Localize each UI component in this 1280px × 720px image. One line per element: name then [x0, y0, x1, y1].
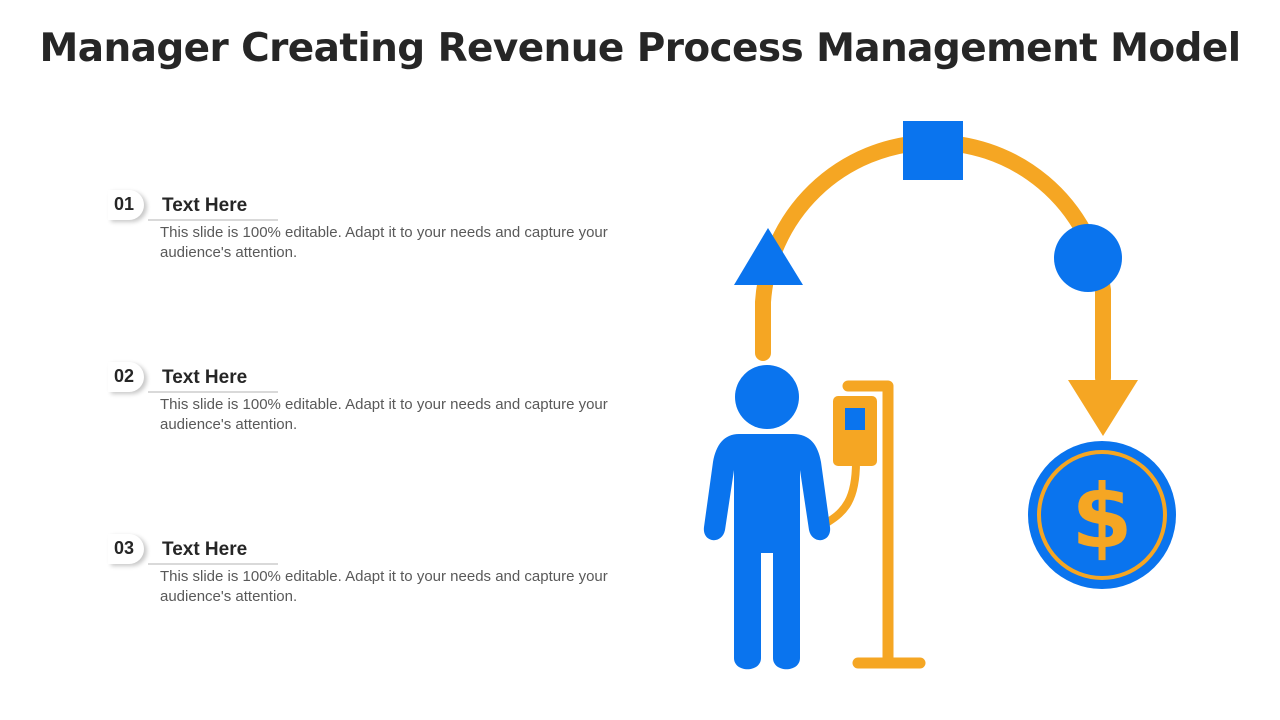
person-icon	[703, 365, 831, 670]
step-description: This slide is 100% editable. Adapt it to…	[160, 568, 608, 605]
arrow-down-icon	[1068, 380, 1138, 436]
step-underline	[148, 219, 278, 221]
step-number-badge: 01	[108, 190, 144, 220]
step-number: 02	[114, 366, 135, 386]
card-terminal-icon	[824, 380, 926, 669]
step-heading: Text Here	[162, 539, 248, 560]
triangle-icon	[734, 228, 803, 285]
step-item-2: 02 Text Here This slide is 100% editable…	[108, 362, 628, 452]
circle-icon	[1054, 224, 1122, 292]
step-underline	[148, 391, 278, 393]
step-description: This slide is 100% editable. Adapt it to…	[160, 224, 608, 261]
step-description: This slide is 100% editable. Adapt it to…	[160, 396, 608, 433]
step-number-badge: 02	[108, 362, 144, 392]
dollar-coin-icon: $	[1028, 441, 1176, 589]
step-number: 03	[114, 538, 135, 558]
step-item-3: 03 Text Here This slide is 100% editable…	[108, 534, 628, 624]
currency-symbol: $	[1071, 465, 1132, 568]
step-underline	[148, 563, 278, 565]
step-number-badge: 03	[108, 534, 144, 564]
step-number: 01	[114, 194, 135, 214]
step-item-1: 01 Text Here This slide is 100% editable…	[108, 190, 628, 280]
step-heading: Text Here	[162, 195, 248, 216]
square-icon	[903, 121, 963, 180]
slide-title: Manager Creating Revenue Process Managem…	[39, 26, 1242, 71]
step-heading: Text Here	[162, 367, 248, 388]
